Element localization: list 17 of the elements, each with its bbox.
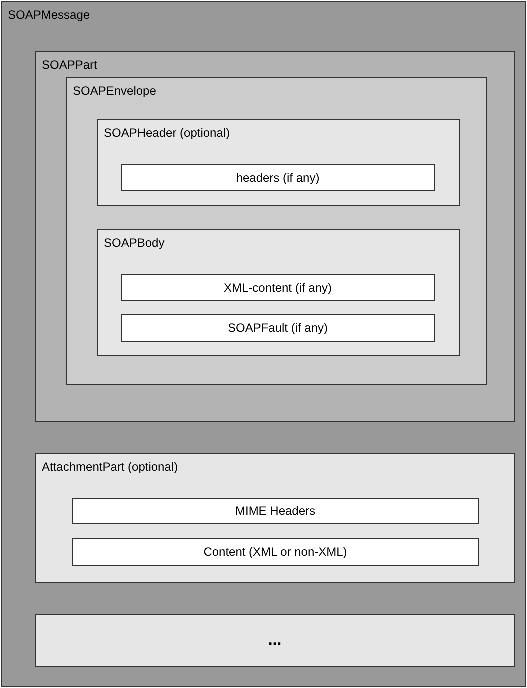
box-title: AttachmentPart (optional): [42, 460, 178, 474]
box-title: SOAPHeader (optional): [104, 126, 230, 140]
box-title: SOAPBody: [104, 236, 165, 250]
container-box: [35, 453, 515, 583]
part-box: headers (if any): [121, 164, 435, 191]
part-box: SOAPFault (if any): [121, 314, 435, 342]
box-title: SOAPPart: [42, 58, 98, 72]
box-title: SOAPMessage: [8, 8, 90, 22]
part-box: Content (XML or non-XML): [72, 538, 479, 566]
container-box: [97, 119, 460, 206]
container-box: [66, 77, 487, 385]
part-box: XML-content (if any): [121, 274, 435, 301]
part-box: ...: [35, 614, 515, 667]
container-box: [97, 229, 460, 356]
box-title: SOAPEnvelope: [73, 84, 156, 98]
container-box: [35, 51, 515, 422]
part-box: MIME Headers: [72, 498, 479, 524]
